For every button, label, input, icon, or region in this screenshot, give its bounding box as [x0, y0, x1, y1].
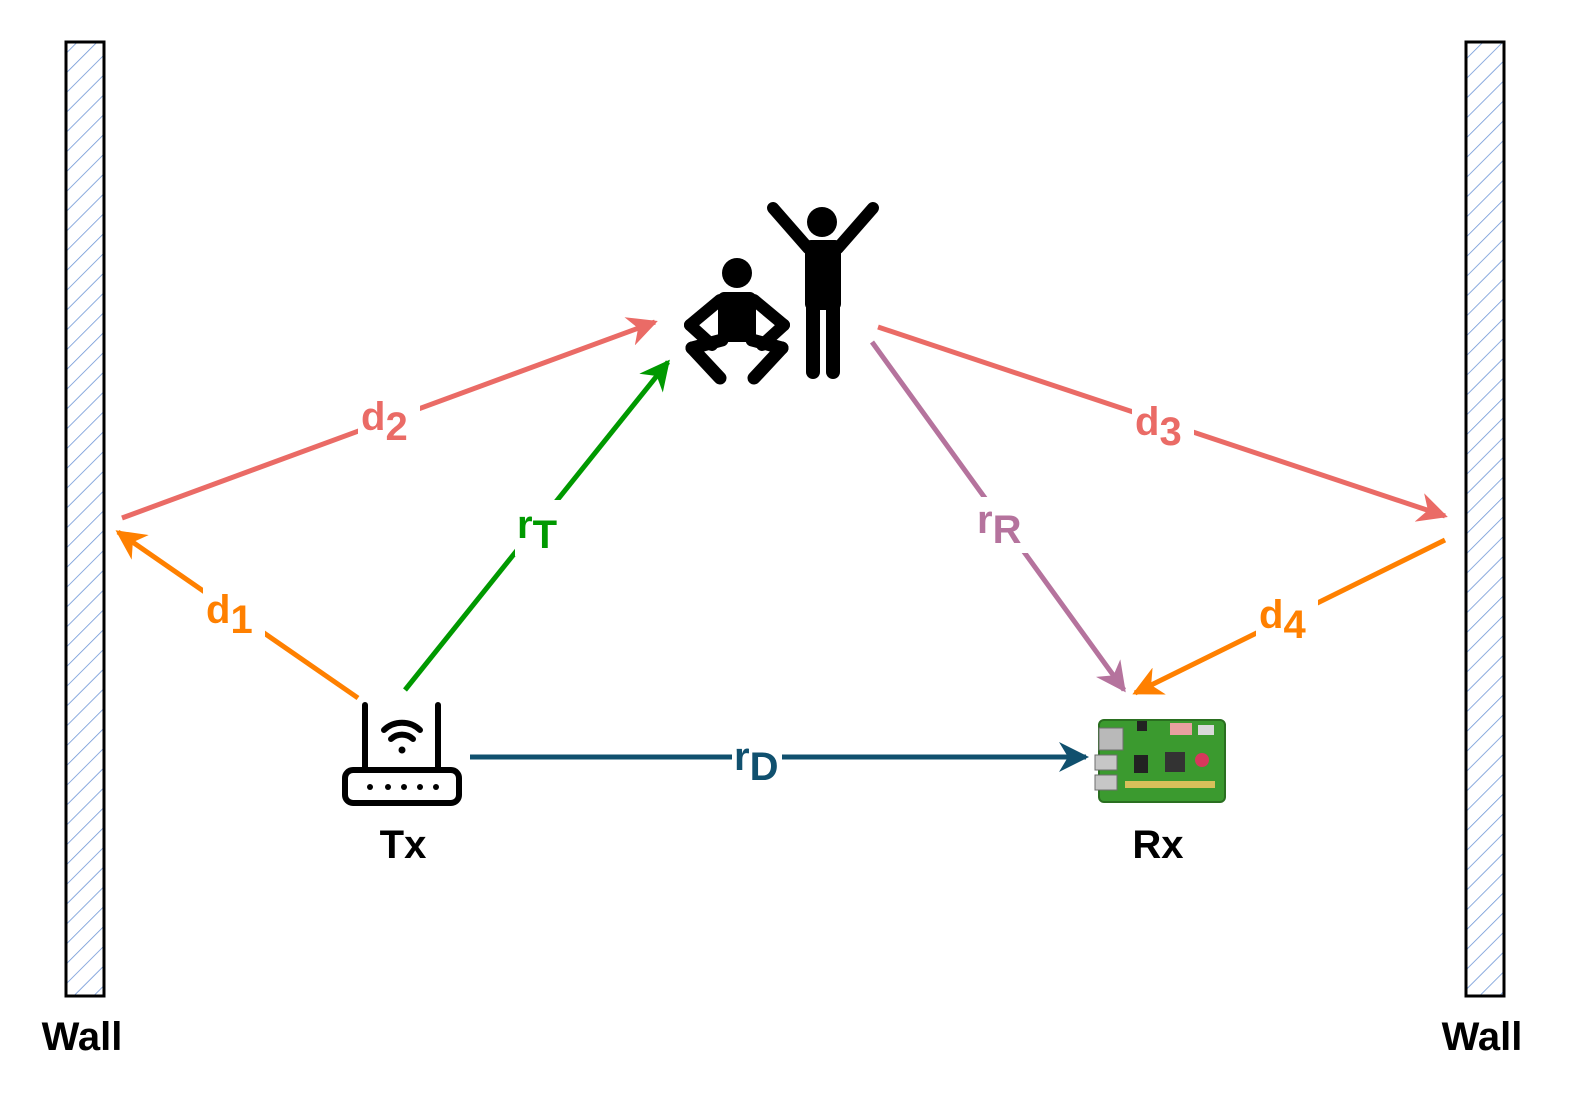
- label-d2: d2: [358, 392, 420, 450]
- rx-label: Rx: [1132, 823, 1183, 867]
- label-rr: rR: [975, 497, 1031, 553]
- svg-text:d3: d3: [1135, 400, 1182, 454]
- label-d4: d4: [1256, 590, 1318, 648]
- left-wall-label: Wall: [42, 1015, 123, 1059]
- right-wall: [1464, 40, 1506, 998]
- svg-text:d2: d2: [361, 395, 408, 449]
- svg-text:rR: rR: [977, 498, 1022, 552]
- person-arms-raised-icon: [767, 202, 879, 379]
- label-rd: rD: [732, 735, 782, 789]
- person-sitting-icon: [684, 258, 790, 385]
- svg-text:rT: rT: [517, 503, 557, 557]
- label-d3: d3: [1132, 397, 1194, 455]
- label-d1: d1: [203, 582, 265, 642]
- svg-text:d1: d1: [206, 588, 253, 642]
- wifi-router-icon: [342, 702, 462, 806]
- raspberry-pi-board-icon: [1094, 719, 1226, 803]
- right-wall-label: Wall: [1442, 1015, 1523, 1059]
- left-wall: [64, 40, 106, 998]
- svg-text:rD: rD: [734, 735, 778, 789]
- label-rt: rT: [515, 500, 567, 557]
- tx-label: Tx: [380, 823, 427, 867]
- svg-text:d4: d4: [1259, 593, 1306, 647]
